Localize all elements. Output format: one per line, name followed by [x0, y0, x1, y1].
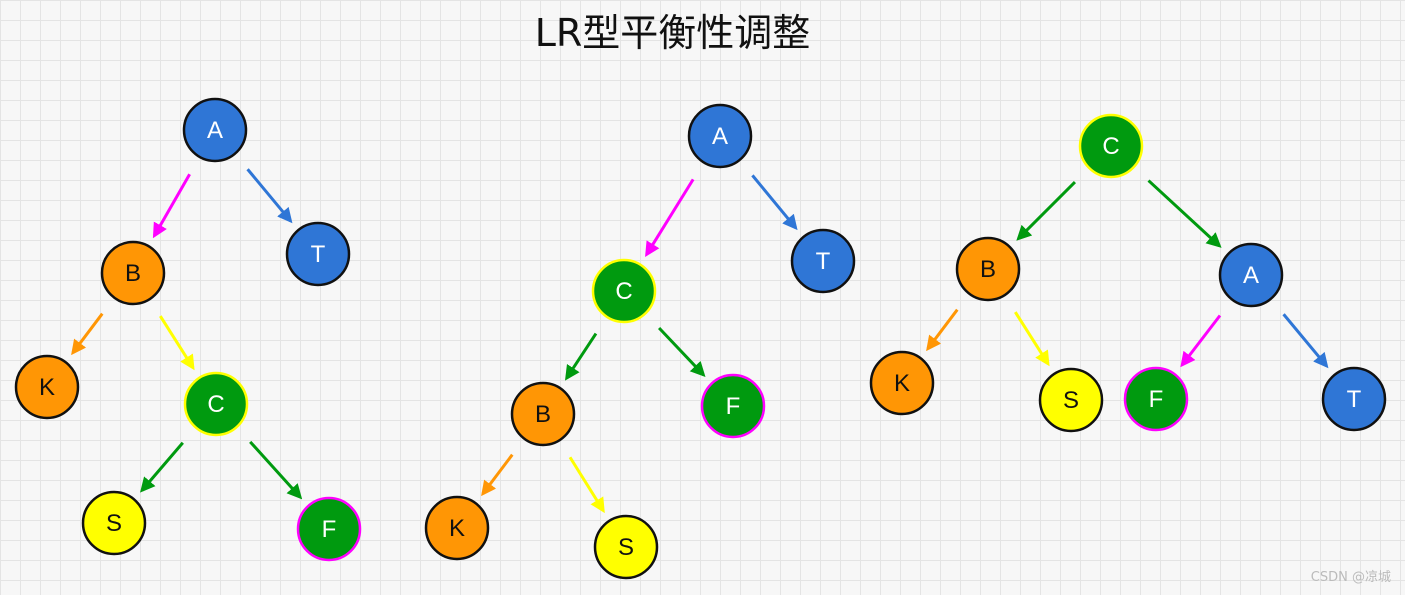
node-b: B — [100, 240, 166, 306]
node-label: T — [311, 241, 326, 268]
node-label: S — [618, 534, 634, 561]
node-circle — [183, 371, 249, 437]
node-a: A — [182, 97, 248, 163]
node-a: A — [687, 103, 753, 169]
node-label: F — [322, 516, 337, 543]
node-circle — [285, 221, 351, 287]
node-circle — [296, 496, 362, 562]
node-b: B — [955, 236, 1021, 302]
node-label: F — [1149, 386, 1164, 413]
node-f: F — [296, 496, 362, 562]
node-s: S — [81, 490, 147, 556]
edge-b-c — [159, 315, 195, 371]
edge-b-k — [481, 453, 514, 497]
node-b: B — [510, 381, 576, 447]
node-label: T — [816, 248, 831, 275]
node-label: A — [712, 123, 728, 150]
edge-c-b — [564, 332, 598, 381]
tree-after-right-rotation: C B A K S F T — [869, 113, 1387, 433]
node-k: K — [424, 495, 490, 561]
node-circle — [510, 381, 576, 447]
node-circle — [81, 490, 147, 556]
node-label: B — [125, 260, 141, 287]
node-circle — [1123, 366, 1189, 432]
node-t: T — [1321, 366, 1387, 432]
edge-c-s — [140, 441, 184, 493]
node-c: C — [1078, 113, 1144, 179]
edge-a-f — [1180, 314, 1222, 368]
edge-c-f — [249, 440, 303, 500]
node-circle — [700, 373, 766, 439]
node-label: A — [1243, 262, 1259, 289]
edge-b-k — [71, 312, 104, 356]
node-k: K — [869, 350, 935, 416]
node-circle — [1078, 113, 1144, 179]
node-t: T — [285, 221, 351, 287]
edge-a-b — [152, 173, 191, 239]
node-s: S — [593, 514, 659, 580]
node-label: K — [449, 515, 465, 542]
edge-b-s — [1014, 311, 1050, 367]
node-k: K — [14, 354, 80, 420]
node-f: F — [700, 373, 766, 439]
node-c: C — [591, 258, 657, 324]
node-f: F — [1123, 366, 1189, 432]
node-label: S — [1063, 387, 1079, 414]
node-circle — [1321, 366, 1387, 432]
node-label: T — [1347, 386, 1362, 413]
edge-a-c — [645, 178, 695, 257]
node-circle — [687, 103, 753, 169]
edge-a-t — [246, 168, 293, 224]
diagram-title: LR型平衡性调整 — [534, 11, 811, 55]
node-circle — [591, 258, 657, 324]
edge-a-t — [1282, 313, 1329, 369]
node-label: S — [106, 510, 122, 537]
node-label: A — [207, 117, 223, 144]
edge-c-f — [657, 326, 706, 377]
node-circle — [790, 228, 856, 294]
node-label: K — [39, 374, 55, 401]
node-circle — [869, 350, 935, 416]
edge-a-t — [751, 174, 798, 231]
node-circle — [424, 495, 490, 561]
node-label: B — [535, 401, 551, 428]
node-label: C — [207, 391, 224, 418]
node-label: B — [980, 256, 996, 283]
node-t: T — [790, 228, 856, 294]
node-a: A — [1218, 242, 1284, 308]
node-label: C — [1102, 133, 1119, 160]
tree-before-rotation: A T B K C S F — [14, 97, 362, 562]
watermark: CSDN @凉城 — [1310, 570, 1391, 585]
node-label: F — [726, 393, 741, 420]
node-circle — [955, 236, 1021, 302]
node-circle — [593, 514, 659, 580]
edge-b-k — [926, 308, 959, 352]
node-circle — [182, 97, 248, 163]
node-circle — [14, 354, 80, 420]
node-label: C — [615, 278, 632, 305]
node-c: C — [183, 371, 249, 437]
node-circle — [1218, 242, 1284, 308]
node-s: S — [1038, 367, 1104, 433]
node-circle — [1038, 367, 1104, 433]
edge-b-s — [568, 456, 605, 514]
node-circle — [100, 240, 166, 306]
edge-c-a — [1147, 179, 1222, 248]
tree-after-left-rotation: A T C F B K S — [424, 103, 856, 580]
edge-c-b — [1016, 181, 1076, 241]
node-label: K — [894, 370, 910, 397]
